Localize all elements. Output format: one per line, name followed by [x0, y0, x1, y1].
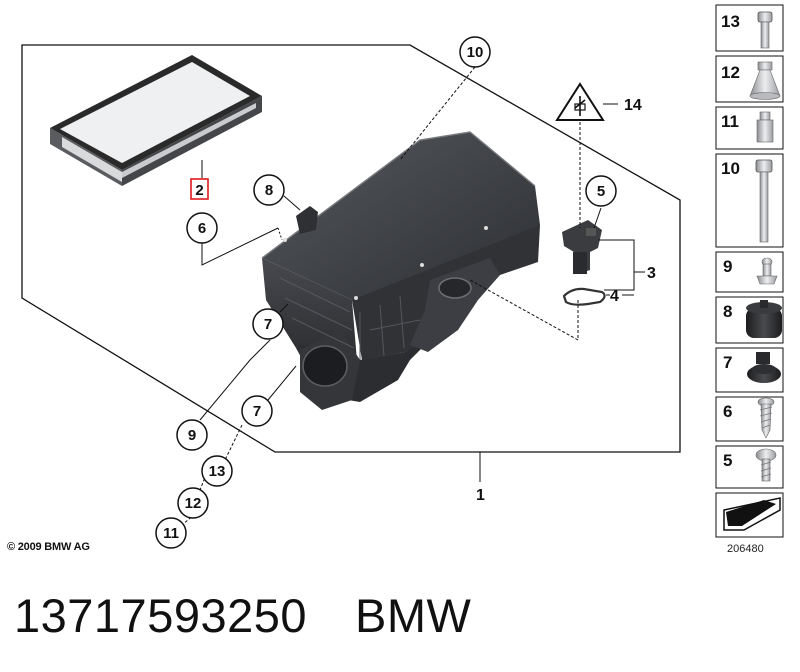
callout-7-upper[interactable]: 7: [252, 308, 284, 340]
self-tapping-screw-icon[interactable]: [757, 397, 775, 439]
bushing-icon[interactable]: [749, 61, 781, 100]
callout-11[interactable]: 11: [155, 517, 187, 549]
svg-text:7: 7: [264, 316, 272, 333]
callout-10[interactable]: 10: [459, 36, 491, 68]
assembly-outline: [21, 44, 681, 453]
callout-4[interactable]: 4: [610, 288, 634, 305]
panel-label-13: 13: [721, 12, 740, 31]
svg-text:1: 1: [476, 487, 485, 504]
svg-text:8: 8: [265, 182, 273, 199]
back-arrow-icon[interactable]: [723, 497, 781, 531]
long-bolt-icon[interactable]: [755, 159, 773, 243]
part-number: 13717593250: [14, 589, 308, 642]
svg-text:6: 6: [198, 220, 206, 237]
parts-diagram: 10 14 2 8 6 5 3 4 7 7 9 13 12: [21, 4, 784, 549]
callout-13[interactable]: 13: [201, 455, 233, 487]
callout-9[interactable]: 9: [176, 419, 208, 451]
callout-8[interactable]: 8: [253, 174, 285, 206]
panel-label-9: 9: [723, 257, 732, 276]
svg-text:3: 3: [647, 265, 656, 282]
grommet-pin-icon[interactable]: [756, 257, 778, 285]
warning-label-icon: [555, 82, 605, 121]
panel-label-11: 11: [721, 112, 739, 131]
svg-text:11: 11: [163, 525, 179, 542]
svg-text:2: 2: [195, 182, 203, 199]
callout-7-lower[interactable]: 7: [241, 395, 273, 427]
panel-label-6: 6: [723, 402, 732, 421]
air-mass-sensor[interactable]: [562, 220, 602, 274]
diagram-id: 206480: [727, 543, 764, 555]
callout-5[interactable]: 5: [585, 175, 617, 207]
svg-text:5: 5: [597, 183, 605, 200]
footer-caption: 13717593250 BMW: [14, 588, 471, 643]
callout-6[interactable]: 6: [186, 212, 218, 244]
svg-text:9: 9: [188, 427, 196, 444]
spacer-sleeve-icon[interactable]: [756, 111, 774, 143]
svg-text:7: 7: [253, 403, 261, 420]
rubber-grommet-icon[interactable]: [747, 352, 781, 383]
intake-silencer-housing[interactable]: [261, 131, 540, 410]
air-filter-element[interactable]: [50, 55, 262, 186]
copyright-text: © 2009 BMW AG: [7, 541, 90, 553]
pan-head-screw-icon[interactable]: [755, 448, 777, 482]
panel-label-7: 7: [723, 353, 732, 372]
svg-text:4: 4: [610, 288, 619, 305]
panel-label-10: 10: [721, 159, 740, 178]
panel-label-8: 8: [723, 302, 732, 321]
rubber-mount-icon[interactable]: [746, 300, 782, 338]
sensor-gasket[interactable]: [562, 287, 606, 306]
panel-label-5: 5: [723, 451, 732, 470]
svg-text:13: 13: [209, 463, 226, 480]
svg-text:10: 10: [467, 44, 484, 61]
callout-3[interactable]: 3: [647, 265, 656, 282]
callout-2[interactable]: 2: [190, 178, 209, 200]
svg-text:12: 12: [185, 495, 202, 512]
panel-label-12: 12: [721, 63, 740, 82]
svg-text:14: 14: [624, 97, 642, 114]
callout-12[interactable]: 12: [177, 487, 209, 519]
hex-bolt-icon[interactable]: [757, 11, 773, 49]
brand-name: BMW: [355, 589, 472, 642]
callout-14[interactable]: 14: [624, 97, 642, 114]
hardware-panel: [715, 4, 784, 538]
callout-1[interactable]: 1: [476, 487, 485, 504]
